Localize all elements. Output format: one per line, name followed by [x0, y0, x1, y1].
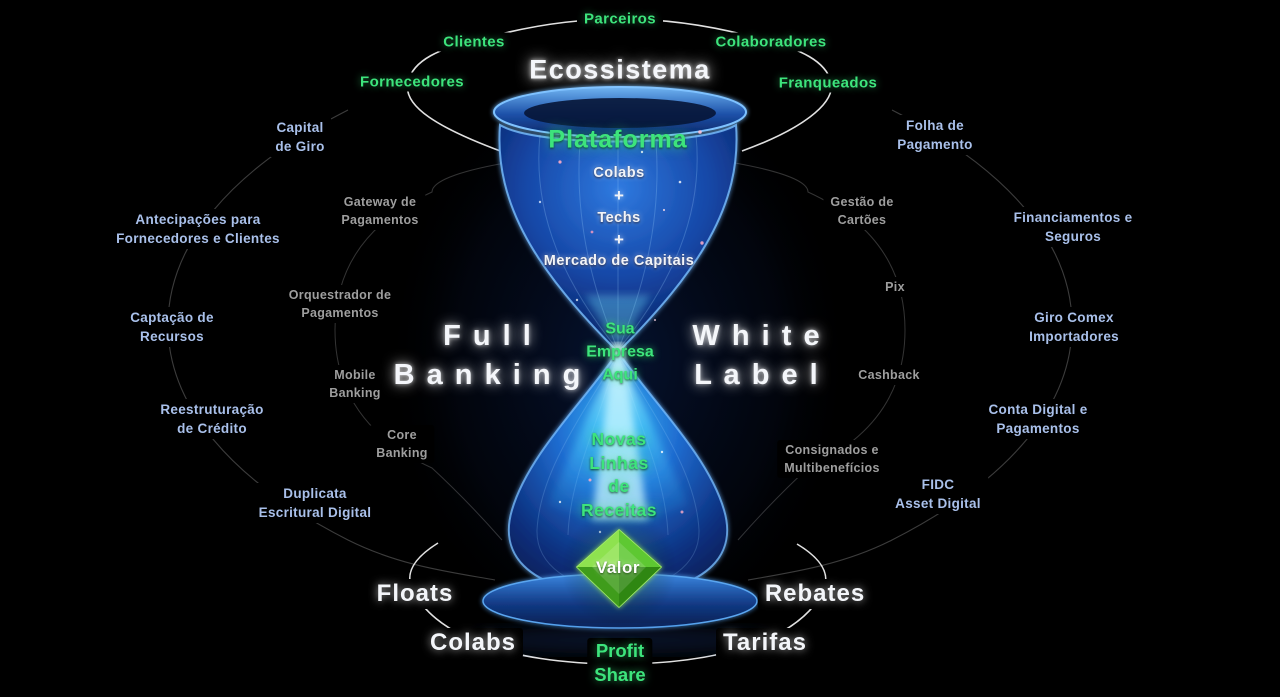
funnel-item-techs: Techs	[597, 210, 641, 226]
label-mobile-banking: Mobile Banking	[322, 365, 388, 403]
plus-icon: +	[614, 186, 624, 205]
full-banking-title: F u l l B a n k i n g	[393, 320, 583, 391]
label-pix: Pix	[878, 277, 912, 297]
label-gateway-de-pagamentos: Gateway de Pagamentos	[334, 192, 426, 230]
label-duplicata-escritural: Duplicata Escritural Digital	[251, 483, 379, 523]
label-captacao-de-recursos: Captação de Recursos	[123, 307, 221, 347]
label-financiamentos-e-seguros: Financiamentos e Seguros	[1006, 207, 1140, 247]
node-fornecedores: Fornecedores	[353, 72, 471, 92]
your-company-here-label: Sua Empresa Aqui	[586, 320, 654, 384]
label-fidc-asset-digital: FIDC Asset Digital	[888, 474, 988, 514]
label-giro-comex-importadores: Giro Comex Importadores	[1022, 307, 1126, 347]
gem-valor-label: Valor	[595, 558, 641, 577]
node-tarifas: Tarifas	[716, 628, 814, 658]
node-franqueados: Franqueados	[771, 73, 885, 93]
label-orquestrador-de-pagamentos: Orquestrador de Pagamentos	[281, 285, 399, 323]
label-core-banking: Core Banking	[369, 425, 435, 463]
label-folha-de-pagamento: Folha de Pagamento	[890, 115, 980, 155]
label-reestruturacao-de-credito: Reestruturação de Crédito	[153, 399, 271, 439]
label-capital-de-giro: Capital de Giro	[268, 117, 332, 157]
node-profit-share: Profit Share	[587, 638, 653, 688]
ecosystem-title: Ecossistema	[529, 54, 711, 85]
label-gestao-de-cartoes: Gestão de Cartões	[823, 192, 901, 230]
node-floats: Floats	[369, 579, 461, 609]
label-conta-digital-e-pagamentos: Conta Digital e Pagamentos	[981, 399, 1095, 439]
funnel-item-mercado-de-capitais: Mercado de Capitais	[543, 253, 695, 269]
plus-icon: +	[614, 230, 624, 249]
white-label-title: W h i t e L a b e l	[692, 320, 822, 391]
new-revenue-lines-label: Novas Linhas de Receitas	[581, 429, 657, 520]
label-cashback: Cashback	[851, 365, 927, 385]
node-parceiros: Parceiros	[577, 9, 663, 29]
label-consignados-multibeneficios: Consignados e Multibenefícios	[777, 440, 887, 478]
value-gem-icon	[561, 510, 677, 626]
hourglass-top-bowl	[493, 86, 747, 354]
node-colaboradores: Colaboradores	[708, 32, 834, 52]
node-rebates: Rebates	[757, 579, 873, 609]
platform-title: Plataforma	[548, 125, 688, 154]
sparkles	[538, 130, 704, 570]
label-antecipacoes: Antecipações para Fornecedores e Cliente…	[109, 209, 287, 249]
node-clientes: Clientes	[436, 32, 512, 52]
node-colabs-bottom: Colabs	[422, 628, 524, 658]
funnel-item-colabs: Colabs	[593, 165, 645, 181]
